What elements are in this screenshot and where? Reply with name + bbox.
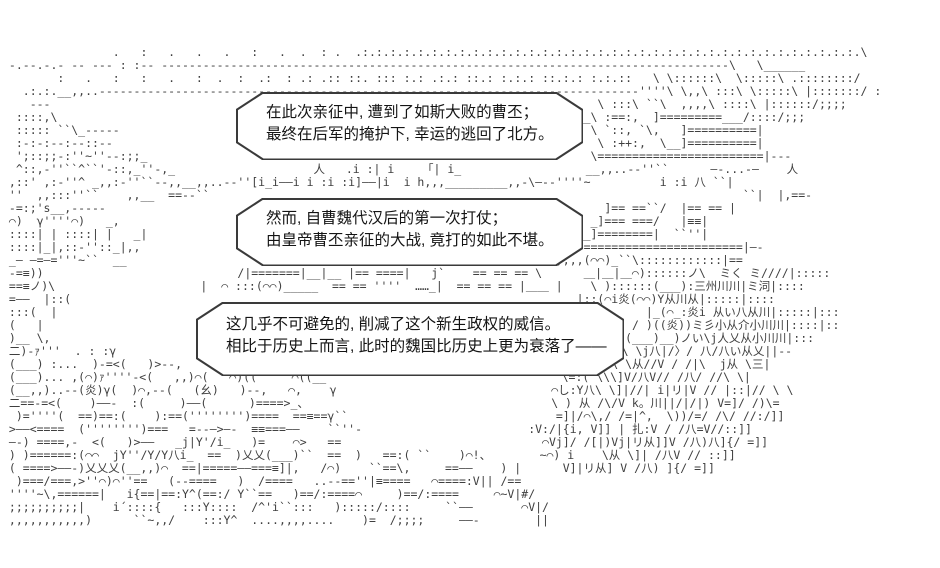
bubble-line-1: 这几乎不可避免的, 削减了这个新生政权的威信。 (226, 316, 561, 333)
bubble-line-1: 在此次亲征中, 遭到了如斯大败的曹丕； (266, 104, 539, 121)
bubble-line-1: 然而, 自曹魏代汉后的第一次打仗； (266, 210, 508, 227)
bubble-text: 然而, 自曹魏代汉后的第一次打仗； 由皇帝曹丕亲征的大战, 竟打的如此不堪。 (266, 208, 554, 252)
bubble-fill (238, 94, 582, 159)
bubble-line-2: 最终在后军的掩护下, 幸运的逃回了北方。 (266, 126, 554, 143)
bubble-text: 在此次亲征中, 遭到了如斯大败的曹丕； 最终在后军的掩护下, 幸运的逃回了北方。 (266, 102, 554, 146)
speech-bubble-3: 这几乎不可避免的, 削减了这个新生政权的威信。 相比于历史上而言, 此时的魏国比… (196, 302, 624, 376)
ascii-art-background: . : . . . : . . : . .:.:.:.:.:.:.:.:.:.:… (8, 45, 882, 527)
bubble-fill (238, 200, 582, 265)
bubble-text: 这几乎不可避免的, 削减了这个新生政权的威信。 相比于历史上而言, 此时的魏国比… (226, 314, 607, 358)
speech-bubble-2: 然而, 自曹魏代汉后的第一次打仗； 由皇帝曹丕亲征的大战, 竟打的如此不堪。 (236, 198, 583, 266)
bubble-line-2: 相比于历史上而言, 此时的魏国比历史上更为衰落了—— (226, 338, 607, 355)
speech-bubble-1: 在此次亲征中, 遭到了如斯大败的曹丕； 最终在后军的掩护下, 幸运的逃回了北方。 (236, 92, 583, 160)
bubble-line-2: 由皇帝曹丕亲征的大战, 竟打的如此不堪。 (266, 232, 554, 249)
bubble-fill (198, 304, 623, 375)
